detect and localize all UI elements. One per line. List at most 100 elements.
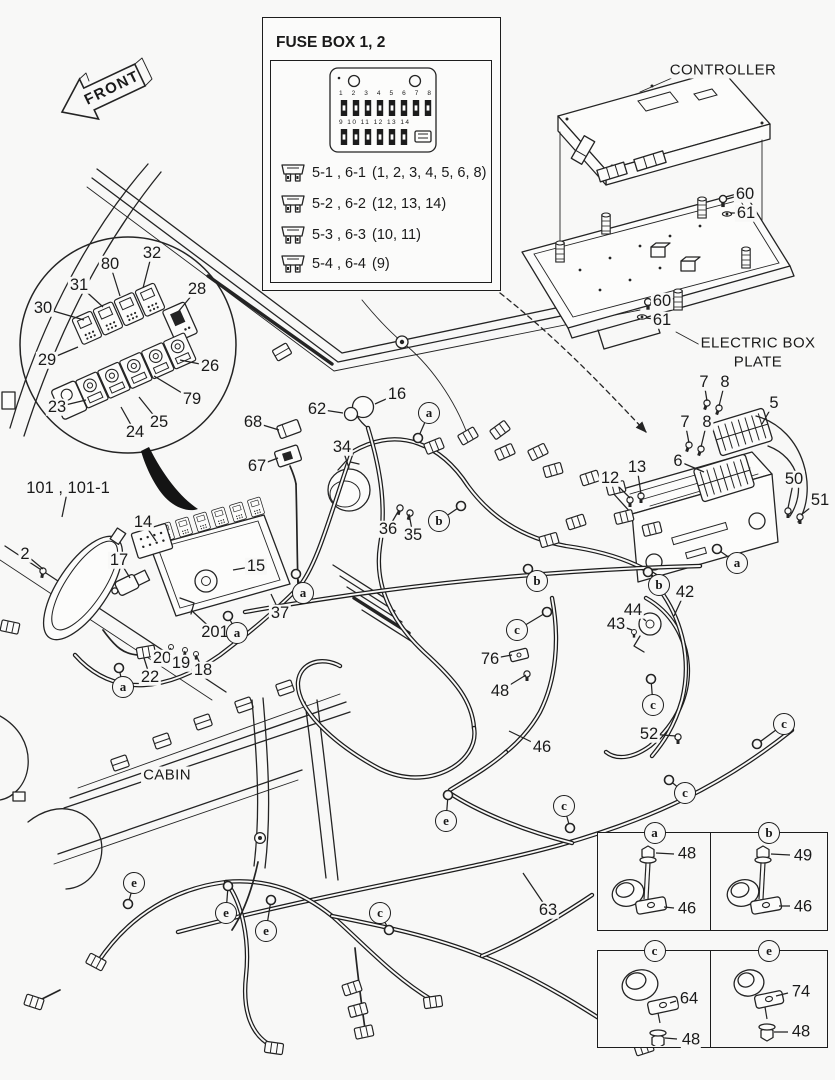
clamp-drawing-e [733,969,789,1042]
part-label: 49 [792,846,814,866]
part-label-26: 26 [198,356,222,375]
clamp-drawing-b [726,845,791,915]
callout-c: c [506,619,528,641]
part-label-24: 24 [123,422,147,441]
front-arrow [60,57,153,121]
small-switches [273,419,303,587]
fuse-box-inset: FUSE BOX 1, 2 1 2 3 4 5 6 7 8 9 10 11 12… [262,17,501,291]
fuse-panel-drawing: 1 2 3 4 5 6 7 8 9 10 11 12 13 14 [329,67,437,153]
callout-a: a [418,402,440,424]
callout-c: c [643,940,666,962]
part-label-31: 31 [67,275,91,294]
part-label-63: 63 [536,900,560,919]
fuse-icon [281,226,305,244]
part-label: 48 [790,1022,812,1042]
fuse-row-4: 5-4 , 6-4 (9) [280,253,390,275]
fuse-top-numbers: 1 2 3 4 5 6 7 8 [339,90,431,97]
clamp-detail-box-e: e 74 48 [710,940,828,1048]
callout-a: a [112,676,134,698]
part-label-80: 80 [98,254,122,273]
part-label-51: 51 [808,490,832,509]
instrument-panel [111,496,291,661]
part-label: 46 [676,899,698,919]
part-label-44: 44 [621,600,645,619]
fuse-box-inset-title: FUSE BOX 1, 2 [276,34,386,51]
fuse-ref: 5-3 , 6-3 [312,227,366,243]
part-label: 64 [678,989,700,1009]
part-label-2: 2 [18,544,32,563]
fuse-list: (10, 11) [372,227,421,243]
fuse-row-2: 5-2 , 6-2 (12, 13, 14) [280,193,446,215]
electric-box-plate-label-line2: PLATE [733,353,783,370]
part-label-22: 22 [138,667,162,686]
fuse-bottom-numbers: 9 10 11 12 13 14 [339,119,409,126]
part-label-23: 23 [45,397,69,416]
part-label-201: 201 [199,622,231,641]
part-label-7: 7 [697,372,711,391]
part-label-52: 52 [637,724,661,743]
part-label-16: 16 [385,384,409,403]
part-label-17: 17 [107,550,131,569]
electric-box-plate [521,191,795,350]
clamp-detail-box-a: a 48 46 [597,822,712,931]
part-label-60: 60 [650,291,674,310]
fuse-row-1: 5-1 , 6-1 (1, 2, 3, 4, 5, 6, 8) [280,162,486,184]
fuse-ref: 5-2 , 6-2 [312,196,366,212]
part-label-32: 32 [140,243,164,262]
horn-speaker [327,460,415,522]
callout-a: a [726,552,748,574]
part-label-35: 35 [401,525,425,544]
callout-c: c [642,694,664,716]
fuse-ref: 5-1 , 6-1 [312,165,366,181]
part-label-18: 18 [191,660,215,679]
part-label-48: 48 [488,681,512,700]
electric-box-plate-label-line1: ELECTRIC BOX [700,334,816,352]
fuse-ref: 5-4 , 6-4 [312,256,366,272]
callout-a: a [226,622,248,644]
part-label-67: 67 [245,456,269,475]
fuse-box-pointer-arrow [499,292,647,433]
part-label-60: 60 [733,184,757,203]
room-lamp [343,395,375,429]
callout-b: b [428,510,450,532]
part-label-61: 61 [650,310,674,329]
part-label-13: 13 [625,457,649,476]
fuse-row-3: 5-3 , 6-3 (10, 11) [280,224,421,246]
fuse-list: (1, 2, 3, 4, 5, 6, 8) [372,165,487,181]
part-label-28: 28 [185,279,209,298]
part-label-8: 8 [700,412,714,431]
part-label-25: 25 [147,412,171,431]
controller-label: CONTROLLER [667,61,779,79]
clamp-drawing-a [611,845,675,915]
part-label-5: 5 [767,393,781,412]
part-label-61: 61 [734,203,758,222]
fuse-list: (12, 13, 14) [372,196,447,212]
callout-e: e [255,920,277,942]
callout-c: c [674,782,696,804]
callout-e: e [123,872,145,894]
callout-c: c [369,902,391,924]
callout-b: b [648,574,670,596]
fuse-icon [281,255,305,273]
part-label-30: 30 [31,298,55,317]
fuse-list: (9) [372,256,390,272]
part-label-14: 14 [131,512,155,531]
antenna [111,569,151,596]
part-label-15: 15 [244,556,268,575]
callout-c: c [773,713,795,735]
callout-a: a [292,582,314,604]
callout-b: b [526,570,548,592]
part-label-62: 62 [305,399,329,418]
part-label-29: 29 [35,350,59,369]
part-label-34: 34 [330,437,354,456]
part-label-50: 50 [782,469,806,488]
part-label-101101-1: 101 , 101-1 [24,478,112,497]
relay-42-44 [508,612,682,745]
fuse-icon [281,195,305,213]
callout-c: c [553,795,575,817]
part-label-36: 36 [376,519,400,538]
part-label-42: 42 [673,582,697,601]
part-label: 46 [792,897,814,917]
